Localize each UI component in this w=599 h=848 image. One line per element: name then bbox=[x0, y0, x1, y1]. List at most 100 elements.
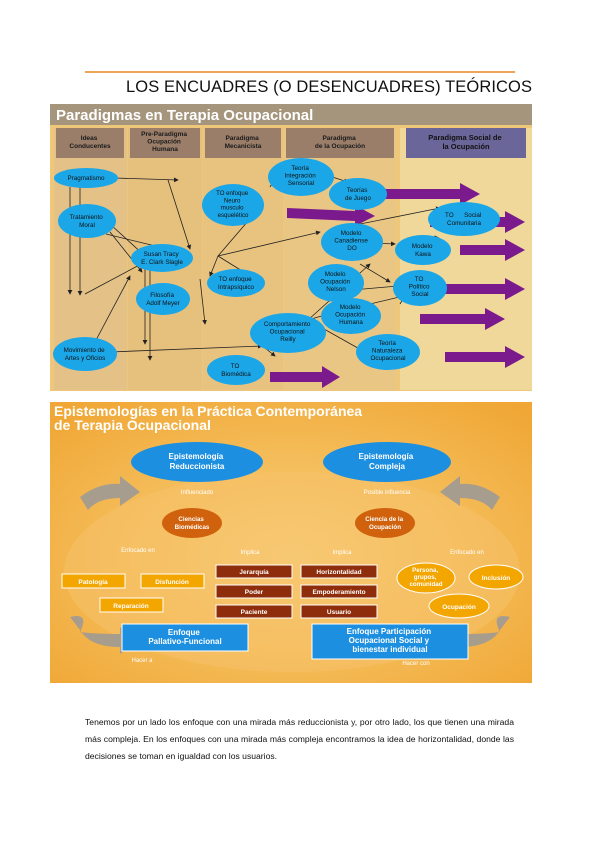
col4-line1: Paradigma bbox=[322, 135, 356, 142]
figure-paradigmas: Paradigmas en Terapia Ocupacional Ideas … bbox=[50, 104, 532, 391]
svg-text:Modelo Kawa: Modelo Kawa bbox=[412, 243, 434, 258]
node-to-biomedica: TO Biomédica bbox=[207, 355, 265, 385]
epistemologia-compleja: Epistemología Compleja bbox=[323, 442, 451, 482]
purple-arrow-ocupacion-humana bbox=[420, 308, 505, 330]
svg-text:Pre-Paradigma Ocupación: Pre-Paradigma Ocupación Humana bbox=[141, 131, 189, 153]
svg-text:Susan Tracy E. Clark Sla: Susan Tracy E. Clark Slagle bbox=[141, 251, 183, 266]
svg-text:Patología: Patología bbox=[78, 579, 108, 586]
grey-arrow-top-right bbox=[440, 476, 500, 510]
svg-text:Modelo Canadiense: Modelo Canadiense DO bbox=[334, 230, 369, 252]
node-to-politico-social: TO Político Social bbox=[393, 270, 447, 306]
svg-text:Modelo Ocupación H: Modelo Ocupación Humana bbox=[335, 304, 367, 326]
figure1-title: Paradigmas en Terapia Ocupacional bbox=[56, 107, 313, 124]
label-hacer-a: Hacer a bbox=[131, 658, 153, 664]
figure2-title-line2: de Terapia Ocupacional bbox=[54, 417, 211, 433]
svg-text:Epistemologías en la Práctica: Epistemologías en la Práctica Contemporá… bbox=[54, 403, 366, 433]
col2-line1: Pre-Paradigma bbox=[141, 131, 187, 138]
svg-text:Ocupación: Ocupación bbox=[442, 604, 476, 611]
svg-text:Usuario: Usuario bbox=[327, 609, 351, 616]
node-susan-tracy: Susan Tracy E. Clark Slagle bbox=[131, 244, 193, 272]
svg-text:Tratamiento Moral: Tratamiento Moral bbox=[69, 214, 104, 229]
purple-arrow-kawa bbox=[460, 239, 525, 261]
label-implica-right: Implica bbox=[332, 550, 352, 556]
svg-text:Inclusión: Inclusión bbox=[482, 575, 511, 582]
node-to-social-comunitaria: TO Social Comunitaria bbox=[428, 202, 500, 236]
svg-text:Ciencias Biomédicas: Ciencias Biomédicas bbox=[175, 516, 210, 531]
box-reparacion: Reparación bbox=[99, 597, 164, 613]
box-paciente: Paciente bbox=[215, 604, 293, 619]
svg-text:Enfoque Pallativo-Funcio: Enfoque Pallativo-Funcional bbox=[148, 628, 221, 646]
purple-arrow-politico bbox=[430, 278, 525, 300]
ellipse-inclusion: Inclusión bbox=[468, 564, 524, 590]
svg-text:Paradigma de la Ocupación: Paradigma de la Ocupación bbox=[315, 135, 365, 150]
title-rule bbox=[85, 71, 515, 73]
grey-arrow-top-left bbox=[80, 476, 140, 510]
col2-line3: Humana bbox=[152, 146, 178, 153]
box-horizontalidad: Horizontalidad bbox=[300, 564, 378, 579]
node-tratamiento-moral: Tratamiento Moral bbox=[58, 204, 116, 238]
ciencia-ocupacion: Ciencia de la Ocupación bbox=[355, 508, 415, 538]
col3-line2: Mecanicista bbox=[225, 143, 262, 150]
column-header-ocupacion bbox=[286, 128, 394, 158]
purple-arrow-juego bbox=[380, 183, 480, 205]
svg-text:Modelo Ocupación N: Modelo Ocupación Nelson bbox=[320, 271, 352, 293]
box-empoderamiento: Empoderamiento bbox=[300, 584, 378, 599]
svg-text:Movimiento de Artes y Of: Movimiento de Artes y Oficios bbox=[64, 347, 107, 362]
node-modelo-kawa: Modelo Kawa bbox=[395, 235, 451, 265]
node-comportamiento-reilly: Comportamiento Ocupacional Reilly bbox=[250, 313, 326, 353]
node-filosofia-meyer: Filosofía Adolf Meyer bbox=[136, 283, 190, 315]
node-movimiento-artes: Movimiento de Artes y Oficios bbox=[53, 337, 117, 371]
svg-text:Paciente: Paciente bbox=[241, 609, 268, 616]
epistemologia-reduccionista: Epistemología Reduccionista bbox=[131, 442, 263, 482]
svg-text:Filosofía Adolf Meyer: Filosofía Adolf Meyer bbox=[146, 292, 180, 307]
label-influenciado: Influenciado bbox=[181, 490, 214, 496]
col1-line2: Conducentes bbox=[69, 143, 111, 150]
svg-text:Horizontalidad: Horizontalidad bbox=[316, 569, 361, 576]
svg-text:Enfoque Participación Oc: Enfoque Participación Ocupacional Social… bbox=[347, 627, 434, 654]
box-usuario: Usuario bbox=[300, 604, 378, 619]
box-poder: Poder bbox=[215, 584, 293, 599]
label-enfocado-en-left: Enfocado en bbox=[121, 548, 155, 554]
label-posible-influencia: Posible influencia bbox=[364, 490, 411, 496]
node-modelo-nelson: Modelo Ocupación Nelson bbox=[308, 264, 364, 302]
node-to-neuro: TO enfoque Neuro musculo esquelético bbox=[202, 184, 264, 226]
svg-text:Paradigma Mecanicista: Paradigma Mecanicista bbox=[225, 135, 262, 150]
label-hacer-con: Hacer con bbox=[402, 661, 429, 667]
svg-text:Ciencia de la Ocupación: Ciencia de la Ocupación bbox=[365, 516, 405, 531]
node-modelo-canadiense: Modelo Canadiense DO bbox=[321, 223, 383, 261]
col4-line2: de la Ocupación bbox=[315, 143, 365, 150]
purple-arrow-biomedica bbox=[270, 366, 340, 388]
purple-arrow-neuro bbox=[287, 205, 375, 226]
box-jerarquia: Jerarquía bbox=[215, 564, 293, 579]
svg-text:TO Social Comunitar: TO Social Comunitaria bbox=[445, 212, 483, 227]
col5-line2: la Ocupación bbox=[442, 142, 490, 151]
box-enfoque-paliativo: Enfoque Pallativo-Funcional bbox=[121, 623, 249, 652]
svg-text:Persona, grupos, c: Persona, grupos, comunidad bbox=[409, 567, 442, 588]
svg-text:Pragmatismo: Pragmatismo bbox=[67, 175, 105, 182]
column-header-social bbox=[406, 128, 526, 158]
svg-text:Comportamiento Ocupacion: Comportamiento Ocupacional Reilly bbox=[264, 321, 312, 343]
node-pragmatismo: Pragmatismo bbox=[54, 168, 118, 188]
svg-text:Disfunción: Disfunción bbox=[155, 579, 189, 586]
label-implica-left: Implica bbox=[240, 550, 260, 556]
svg-text:TO enfoque Neuro m: TO enfoque Neuro musculo esquelético bbox=[216, 190, 250, 219]
col5-line1: Paradigma Social de bbox=[428, 133, 501, 142]
column-header-ideas bbox=[56, 128, 124, 158]
svg-text:Teorías de Juego: Teorías de Juego bbox=[345, 187, 371, 202]
column-header-mecanicista bbox=[205, 128, 281, 158]
svg-text:Poder: Poder bbox=[245, 589, 264, 596]
svg-text:Ideas Conducentes: Ideas Conducentes bbox=[69, 135, 111, 150]
figure-epistemologias: Epistemologías en la Práctica Contemporá… bbox=[50, 402, 532, 683]
label-enfocado-en-right: Enfocado en bbox=[450, 550, 484, 556]
node-to-intrapsiquico: TO enfoque Intrapsíquico bbox=[207, 269, 265, 297]
epistemologias-diagram: Epistemologías en la Práctica Contemporá… bbox=[50, 402, 532, 683]
svg-text:Epistemología Reduccioni: Epistemología Reduccionista bbox=[169, 452, 226, 471]
figure1-title-bar bbox=[50, 104, 532, 125]
node-teoria-integracion: Teoría Integración Sensorial bbox=[268, 158, 334, 196]
svg-text:TO enfoque Intrapsíquico: TO enfoque Intrapsíquico bbox=[218, 276, 255, 291]
svg-text:Reparación: Reparación bbox=[113, 603, 148, 610]
ellipse-persona-grupos: Persona, grupos, comunidad bbox=[396, 562, 456, 594]
svg-text:Teoría Naturaleza: Teoría Naturaleza Ocupacional bbox=[370, 340, 405, 362]
box-enfoque-participacion: Enfoque Participación Ocupacional Social… bbox=[311, 623, 469, 660]
svg-text:Teoría Integración: Teoría Integración Sensorial bbox=[285, 165, 318, 187]
